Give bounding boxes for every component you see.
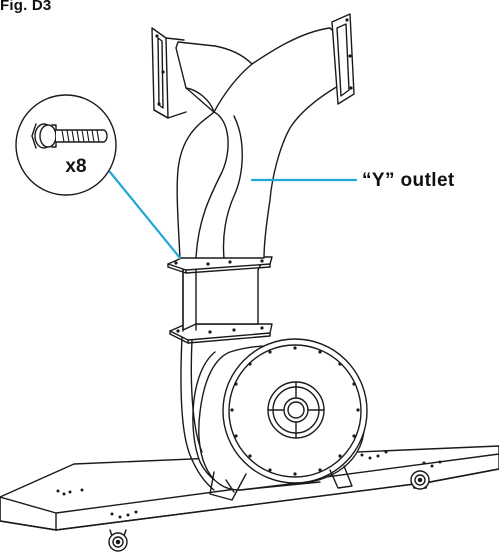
duct-flange-bolts xyxy=(174,259,264,334)
bolt-quantity-label: x8 xyxy=(65,156,87,177)
y-outlet xyxy=(151,13,355,259)
bolt-leader-line xyxy=(108,170,182,260)
caster-wheel-front xyxy=(108,529,128,552)
caster-wheel-rear xyxy=(410,470,430,490)
y-outlet-label: “Y” outlet xyxy=(362,170,455,191)
flange-bolt-icon xyxy=(31,123,108,149)
figure-label: Fig. D3 xyxy=(0,0,52,14)
leader-lines xyxy=(108,170,358,260)
base-screw-holes xyxy=(56,450,442,519)
housing-rim-bolts xyxy=(230,346,360,476)
housing-mount-bracket xyxy=(209,465,353,501)
bolt-callout-bubble xyxy=(15,94,117,196)
blower-housing xyxy=(192,338,368,491)
vertical-duct xyxy=(167,256,273,491)
